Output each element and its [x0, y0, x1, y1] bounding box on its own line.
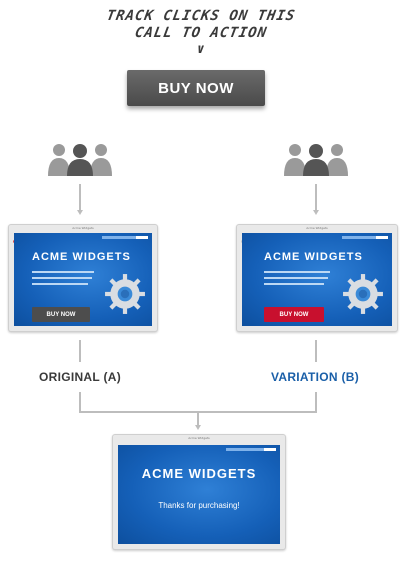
arrow-down-icon [77, 210, 83, 215]
site-nav-active [136, 236, 148, 239]
connector-line [79, 392, 81, 412]
site-nav-active [376, 236, 388, 239]
gear-icon [343, 274, 383, 314]
chevron-down-icon: ∨ [195, 42, 207, 57]
site-nav [102, 236, 148, 239]
header-line-2: CALL TO ACTION [133, 25, 269, 41]
buy-now-button-original[interactable]: BUY NOW [32, 307, 90, 322]
original-label: ORIGINAL (A) [38, 370, 122, 384]
connector-line [79, 184, 81, 211]
user-group-icon [48, 144, 112, 176]
buy-now-button-variation[interactable]: BUY NOW [264, 307, 324, 322]
site-screen: ACME WIDGETS Thanks for purchasing! [118, 445, 280, 544]
window-title: Acme Widgets [188, 436, 210, 440]
site-title: ACME WIDGETS [141, 466, 257, 481]
header-line-1: TRACK CLICKS ON THIS [105, 8, 297, 24]
connector-line [79, 340, 81, 362]
connector-line [315, 392, 317, 412]
arrow-down-icon [195, 425, 201, 430]
site-nav-active [264, 448, 276, 451]
arrow-down-icon [313, 210, 319, 215]
gear-icon [105, 274, 145, 314]
site-title: ACME WIDGETS [32, 251, 131, 263]
thanks-message: Thanks for purchasing! [158, 501, 240, 510]
site-nav [226, 448, 276, 451]
browser-window-result: Acme Widgets ACME WIDGETS Thanks for pur… [112, 434, 286, 550]
site-screen: ACME WIDGETS BUY NOW [242, 233, 392, 326]
browser-window-original: Acme Widgets ACME WIDGETS BUY NOW [8, 224, 158, 332]
connector-line [315, 340, 317, 362]
site-nav [342, 236, 388, 239]
site-title: ACME WIDGETS [264, 251, 363, 263]
buy-now-cta-button[interactable]: BUY NOW [127, 70, 265, 106]
site-screen: ACME WIDGETS BUY NOW [14, 233, 152, 326]
browser-window-variation: Acme Widgets ACME WIDGETS BUY NOW [236, 224, 398, 332]
text-lines [32, 271, 94, 289]
connector-line [315, 184, 317, 211]
window-title: Acme Widgets [306, 226, 328, 230]
window-title: Acme Widgets [72, 226, 94, 230]
text-lines [264, 271, 330, 289]
connector-line [197, 411, 199, 426]
variation-label: VARIATION (B) [270, 370, 360, 384]
user-group-icon [284, 144, 348, 176]
